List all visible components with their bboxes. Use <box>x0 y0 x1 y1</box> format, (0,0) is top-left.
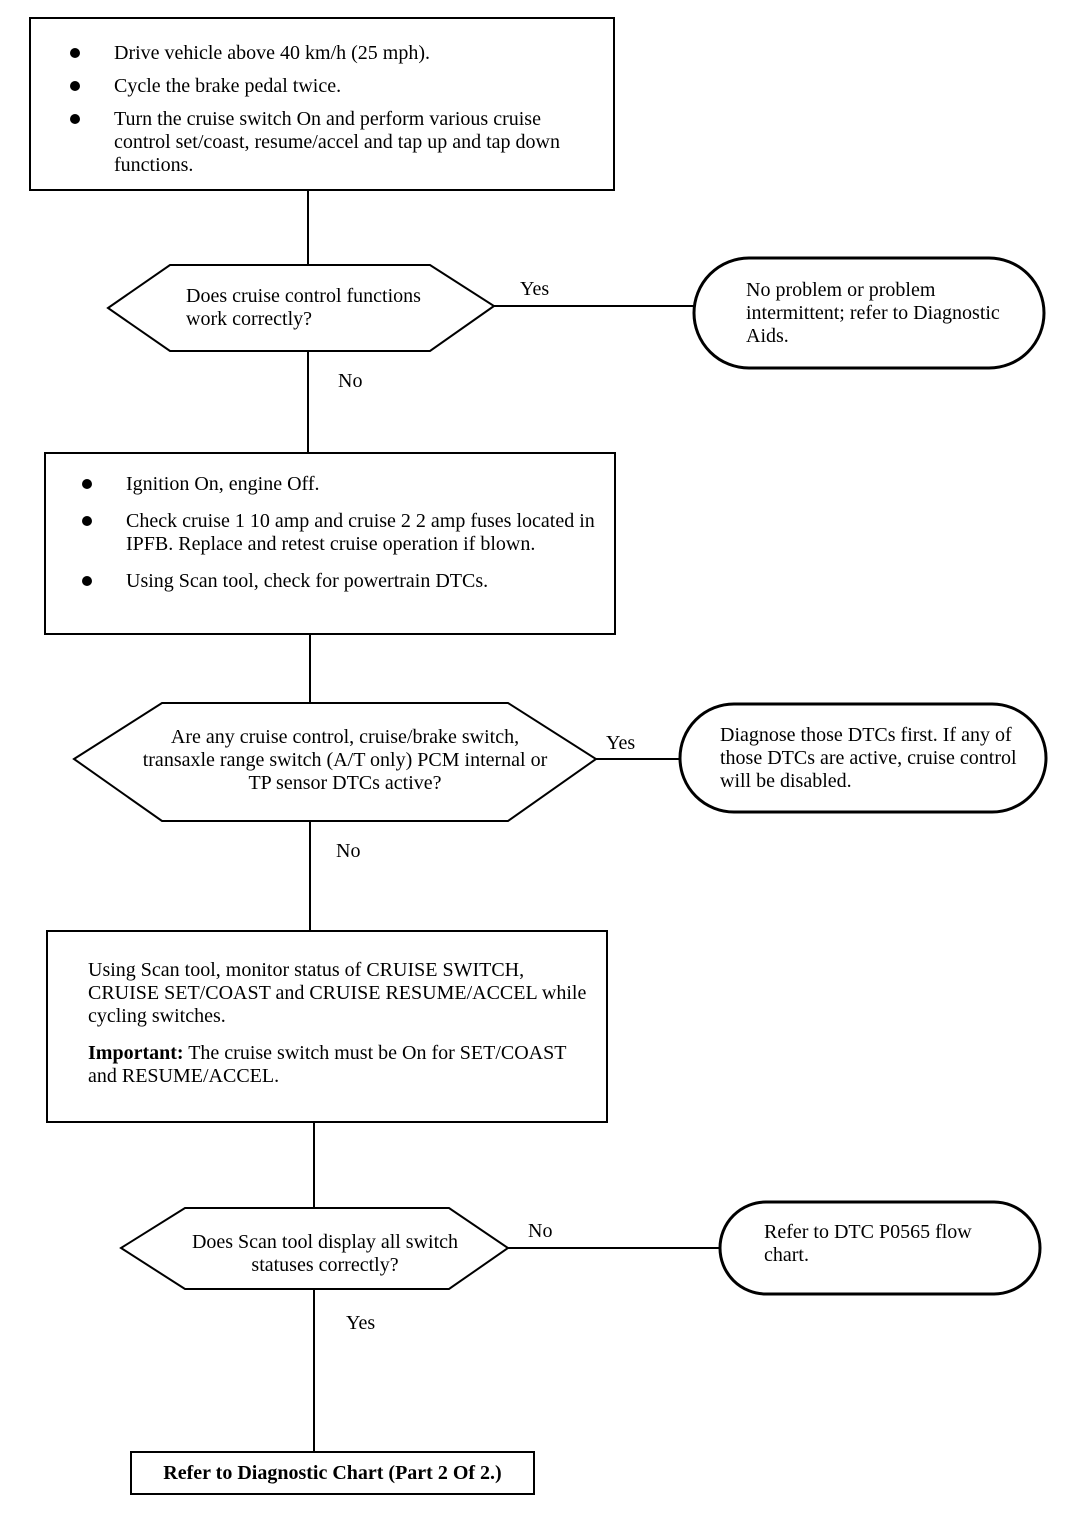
step3-important: Important: The cruise switch must be On … <box>88 1042 588 1088</box>
result1-text: No problem or problem intermittent; refe… <box>746 279 1000 347</box>
decision3-shape <box>119 1207 510 1290</box>
step1-bullets: Drive vehicle above 40 km/h (25 mph). Cy… <box>42 42 602 187</box>
result2-text: Diagnose those DTCs first. If any of tho… <box>720 724 1017 792</box>
decision3-question: Does Scan tool display all switch status… <box>191 1231 459 1276</box>
decision2-question: Are any cruise control, cruise/brake swi… <box>142 726 548 794</box>
decision1-question: Does cruise control functions work corre… <box>186 285 421 330</box>
result3-text: Refer to DTC P0565 flow chart. <box>764 1221 972 1266</box>
step1-box <box>29 17 615 191</box>
decision3-yes-label: Yes <box>346 1312 376 1334</box>
decision2-yes-label: Yes <box>606 732 636 754</box>
decision3-no-label: No <box>528 1220 553 1242</box>
step3-box <box>46 930 608 1123</box>
result2-terminal <box>678 702 1048 814</box>
step2-bullets: Ignition On, engine Off. Check cruise 1 … <box>54 473 602 603</box>
step3-content: Using Scan tool, monitor status of CRUIS… <box>88 959 588 1102</box>
step2-bullet: Using Scan tool, check for powertrain DT… <box>54 570 602 593</box>
step1-bullet: Turn the cruise switch On and perform va… <box>42 108 602 177</box>
decision1-yes-label: Yes <box>520 278 550 300</box>
result1-terminal <box>692 256 1046 370</box>
important-label: Important: <box>88 1042 184 1064</box>
decision2-no-label: No <box>336 840 361 862</box>
step3-instruction: Using Scan tool, monitor status of CRUIS… <box>88 959 587 1027</box>
decision1-shape <box>106 264 496 352</box>
step2-box <box>44 452 616 635</box>
important-text: The cruise switch must be On for SET/COA… <box>88 1042 567 1087</box>
final-box <box>130 1451 535 1495</box>
decision2-shape <box>72 702 598 822</box>
result3-terminal <box>718 1200 1042 1296</box>
step2-bullet: Ignition On, engine Off. <box>54 473 602 496</box>
step1-bullet: Cycle the brake pedal twice. <box>42 75 602 98</box>
final-text: Refer to Diagnostic Chart (Part 2 Of 2.) <box>163 1462 502 1484</box>
step1-bullet: Drive vehicle above 40 km/h (25 mph). <box>42 42 602 65</box>
step2-bullet: Check cruise 1 10 amp and cruise 2 2 amp… <box>54 510 602 556</box>
decision1-no-label: No <box>338 370 363 392</box>
